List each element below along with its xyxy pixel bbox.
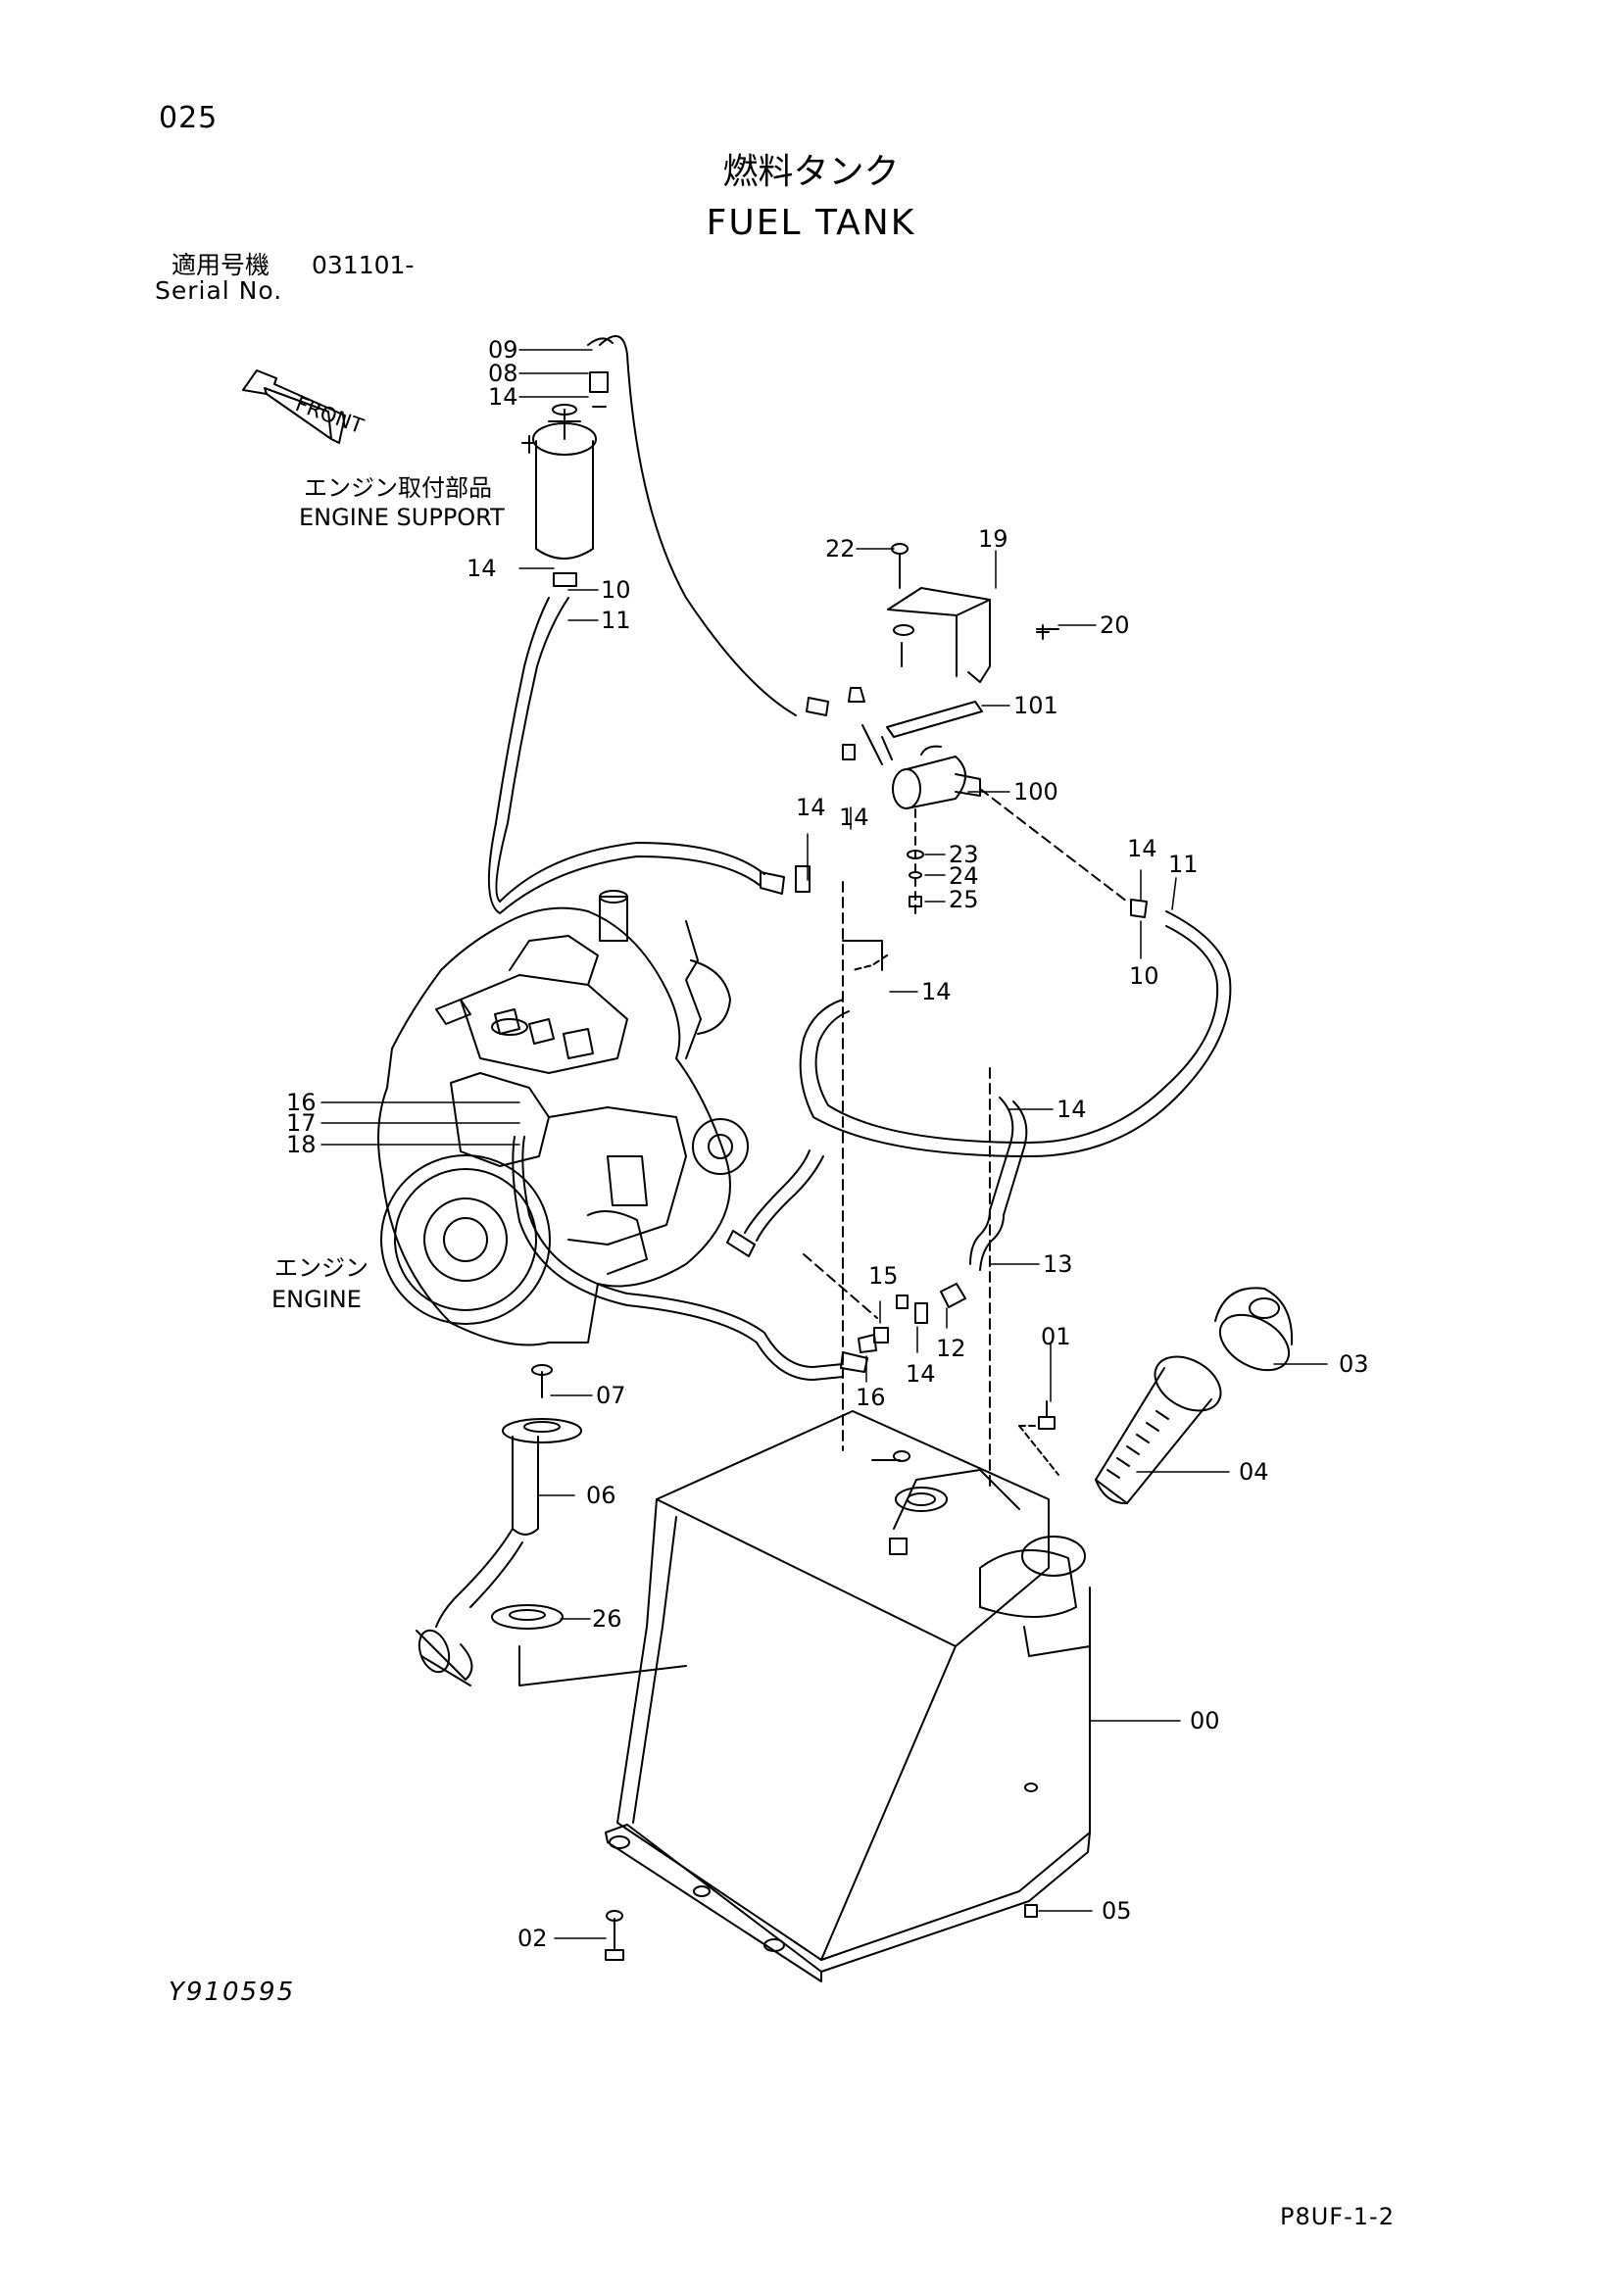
serial-label-jp: 適用号機 xyxy=(172,251,270,279)
supply-hose xyxy=(496,598,764,902)
callout-03: 03 xyxy=(1339,1350,1369,1378)
callout-04: 04 xyxy=(1239,1458,1269,1486)
callout-07: 07 xyxy=(596,1382,626,1409)
page-number: 025 xyxy=(159,101,219,135)
serial-label-en: Serial No. xyxy=(155,276,283,305)
callout-14: 14 xyxy=(488,383,518,411)
serial-value: 031101- xyxy=(312,251,415,279)
callout-05: 05 xyxy=(1102,1897,1132,1925)
return-hose xyxy=(600,336,796,715)
callout-14: 14 xyxy=(1127,835,1157,862)
leader-lines xyxy=(321,350,1327,1938)
callout-26: 26 xyxy=(592,1605,622,1633)
sheet-number: P8UF-1-2 xyxy=(1280,2203,1395,2230)
callout-18: 18 xyxy=(286,1131,317,1158)
callout-11: 11 xyxy=(601,607,631,634)
callout-14: 14 xyxy=(796,794,826,821)
callout-10: 10 xyxy=(1129,962,1159,990)
pump-outlet-hose xyxy=(801,911,1231,1156)
callout-10: 10 xyxy=(601,576,631,604)
pump-plate xyxy=(887,702,982,737)
callout-25: 25 xyxy=(949,886,979,913)
callout-19: 19 xyxy=(978,525,1008,553)
callout-12: 12 xyxy=(936,1335,966,1362)
callout-14: 14 xyxy=(839,804,869,831)
page-title-en: FUEL TANK xyxy=(706,203,916,243)
callout-22: 22 xyxy=(825,535,856,562)
callout-23: 23 xyxy=(949,841,979,868)
callout-101: 101 xyxy=(1013,692,1058,719)
pump-bracket xyxy=(888,588,990,682)
sender-unit xyxy=(513,1437,538,1535)
callout-16: 16 xyxy=(856,1384,886,1411)
callout-14: 14 xyxy=(1057,1096,1087,1123)
callout-15: 15 xyxy=(868,1262,899,1290)
engine-fuel-line xyxy=(522,1137,843,1367)
filler-cap xyxy=(1210,1288,1299,1381)
callout-20: 20 xyxy=(1100,611,1130,639)
callout-11: 11 xyxy=(1168,851,1199,878)
callout-09: 09 xyxy=(488,336,518,364)
fuel-tank xyxy=(606,1411,1090,1981)
callout-17: 17 xyxy=(286,1109,317,1137)
callout-01: 01 xyxy=(1041,1323,1071,1350)
callout-02: 02 xyxy=(517,1925,548,1952)
engine-label-en: ENGINE xyxy=(271,1286,362,1313)
callout-100: 100 xyxy=(1013,778,1058,806)
callout-16: 16 xyxy=(286,1089,317,1116)
engine-support-label-en: ENGINE SUPPORT xyxy=(299,504,505,531)
callout-06: 06 xyxy=(586,1482,616,1509)
fuel-pump xyxy=(862,725,980,808)
callout-14: 14 xyxy=(906,1360,936,1388)
engine-label-jp: エンジン xyxy=(274,1254,369,1282)
strainer xyxy=(1096,1345,1230,1503)
engine-support-label-jp: エンジン取付部品 xyxy=(304,474,492,502)
fuel-filter xyxy=(522,405,596,559)
engine xyxy=(378,891,748,1345)
callout-13: 13 xyxy=(1043,1250,1073,1278)
callout-00: 00 xyxy=(1190,1707,1220,1734)
callout-14: 14 xyxy=(921,978,952,1005)
page-title-jp: 燃料タンク xyxy=(722,152,900,192)
callout-14: 14 xyxy=(467,555,497,582)
drawing-number: Y910595 xyxy=(169,1978,296,2007)
front-arrow-icon xyxy=(243,370,345,443)
callout-24: 24 xyxy=(949,862,979,890)
callout-08: 08 xyxy=(488,360,518,387)
